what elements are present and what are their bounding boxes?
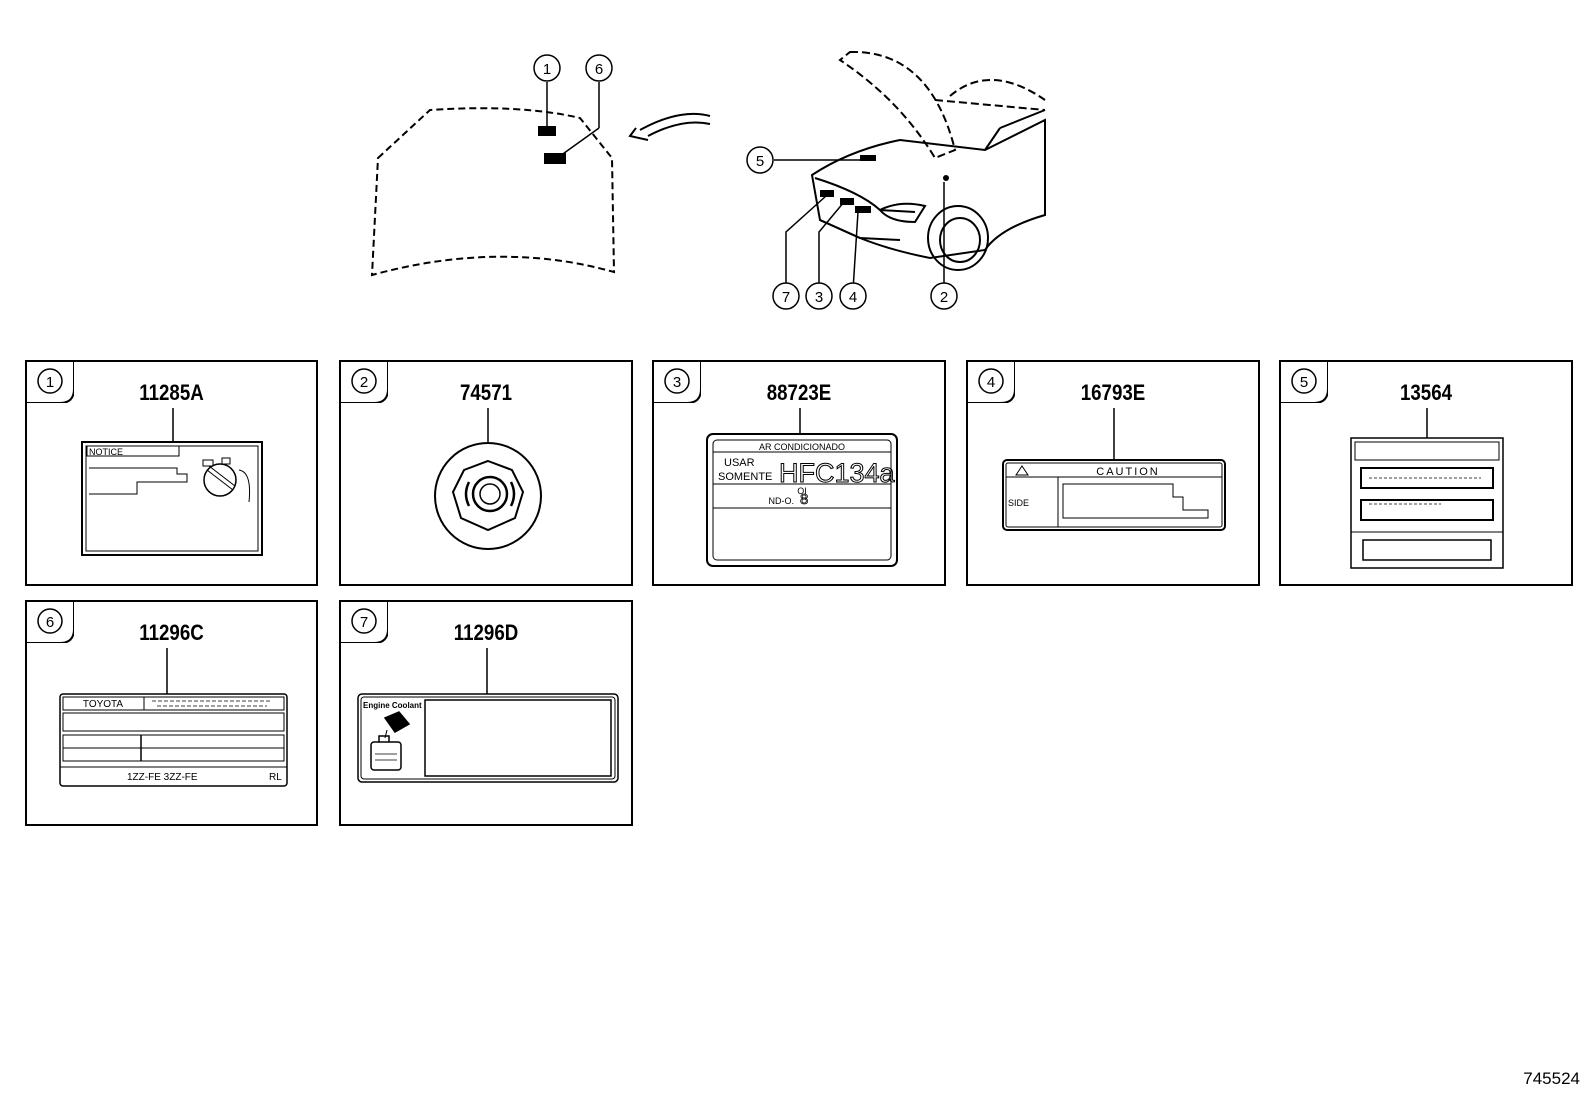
svg-text:2: 2 <box>940 289 948 306</box>
panel-label-1: 1 11285A NOTICE <box>25 360 318 586</box>
svg-text:ND-O.: ND-O. <box>769 496 795 506</box>
panel-label-2: 2 74571 <box>339 360 633 586</box>
svg-text:HFC134a: HFC134a <box>779 458 896 488</box>
svg-text:6: 6 <box>595 61 603 78</box>
svg-text:7: 7 <box>782 289 790 306</box>
label-drawing: AR CONDICIONADO USAR SOMENTE HFC134a OI … <box>706 408 898 567</box>
panel-label-3: 3 88723E AR CONDICIONADO USAR SOMENTE HF… <box>652 360 946 586</box>
part-number: 88723E <box>766 380 832 405</box>
arrow-left-icon <box>628 112 711 141</box>
svg-text:AR CONDICIONADO: AR CONDICIONADO <box>759 442 845 452</box>
svg-text:SOMENTE: SOMENTE <box>718 471 772 483</box>
callout-1: 1 <box>533 54 561 82</box>
overview-illustration: 1 6 5 7 3 4 2 <box>370 50 1046 310</box>
svg-text:7: 7 <box>360 614 368 631</box>
svg-text:RL: RL <box>269 772 282 783</box>
callout-7: 7 <box>772 282 800 310</box>
svg-text:NOTICE: NOTICE <box>89 447 123 457</box>
label-drawing: TOYOTA 1ZZ-FE 3ZZ-FE RL <box>59 648 288 787</box>
svg-text:4: 4 <box>849 289 857 306</box>
svg-text:2: 2 <box>360 374 368 391</box>
cap-drawing <box>434 408 542 550</box>
svg-text:5: 5 <box>1300 374 1308 391</box>
svg-text:1: 1 <box>46 374 54 391</box>
svg-text:8: 8 <box>800 491 808 508</box>
label-drawing: CAUTION SIDE <box>1002 408 1226 531</box>
coolant-pour-icon <box>370 711 411 771</box>
svg-text:6: 6 <box>46 614 54 631</box>
svg-text:SIDE: SIDE <box>1008 498 1029 508</box>
callout-2: 2 <box>930 282 958 310</box>
label-drawing <box>1350 408 1504 569</box>
svg-text:5: 5 <box>756 153 764 170</box>
label-drawing: NOTICE <box>81 408 263 556</box>
hood-drawing <box>370 107 616 277</box>
car-drawing <box>810 50 1046 271</box>
callout-6: 6 <box>585 54 613 82</box>
svg-text:1: 1 <box>543 61 551 78</box>
part-number: 11285A <box>139 380 204 405</box>
panel-label-6: 6 11296C TOYOTA 1ZZ-FE 3ZZ-FE RL <box>25 600 318 826</box>
svg-text:4: 4 <box>987 374 995 391</box>
callout-3: 3 <box>805 282 833 310</box>
figure-id: 745524 <box>1523 1069 1580 1088</box>
part-number: 11296C <box>139 620 204 645</box>
svg-text:TOYOTA: TOYOTA <box>83 699 124 710</box>
svg-text:1ZZ-FE 3ZZ-FE: 1ZZ-FE 3ZZ-FE <box>127 772 198 783</box>
svg-text:OI: OI <box>797 486 807 496</box>
part-number: 13564 <box>1399 380 1453 405</box>
svg-text:3: 3 <box>673 374 681 391</box>
svg-text:3: 3 <box>815 289 823 306</box>
svg-text:CAUTION: CAUTION <box>1096 466 1160 478</box>
svg-text:Engine Coolant: Engine Coolant <box>363 701 422 710</box>
callout-4: 4 <box>839 282 867 310</box>
panel-label-5: 5 13564 <box>1279 360 1573 586</box>
part-number: 74571 <box>459 380 513 405</box>
svg-text:USAR: USAR <box>724 457 755 469</box>
label-drawing: Engine Coolant <box>357 648 619 783</box>
hood-label-6-mark <box>544 153 566 164</box>
part-number: 16793E <box>1080 380 1146 405</box>
panel-number-tab: 2 <box>340 361 388 403</box>
hood-label-1-mark <box>538 126 556 136</box>
callout-5: 5 <box>746 146 774 174</box>
part-number: 11296D <box>453 620 519 645</box>
panel-label-4: 4 16793E CAUTION SIDE <box>966 360 1260 586</box>
panel-label-7: 7 11296D Engine Coolant <box>339 600 633 826</box>
